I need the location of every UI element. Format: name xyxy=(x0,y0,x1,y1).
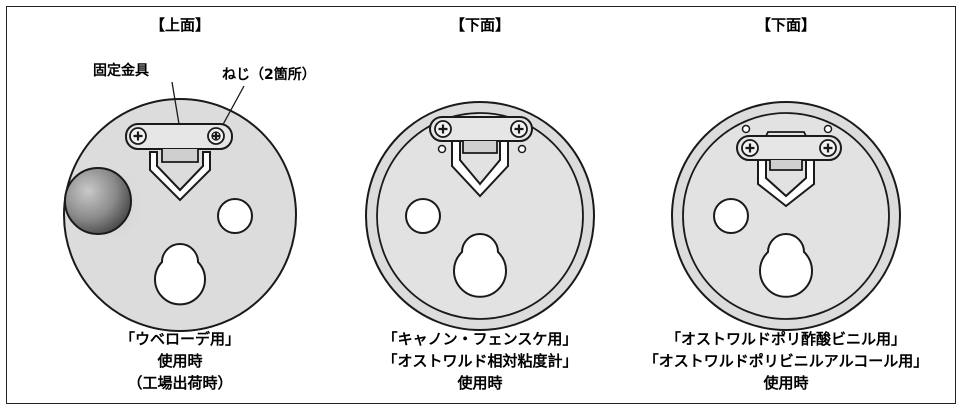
panel2-caption-line2: 「オストワルド相対粘度計」 xyxy=(382,352,578,370)
panel2-caption-line1: 「キャノン・フェンスケ用」 xyxy=(382,330,578,348)
panel1-plate xyxy=(63,81,297,332)
panel3-header: 【下面】 xyxy=(755,16,816,34)
panel3-caption-line2: 「オストワルドポリビニルアルコール用」 xyxy=(643,352,929,370)
panel3-plate xyxy=(671,101,901,331)
panel1-caption-line1: 「ウベローデ用」 xyxy=(119,330,240,348)
panel1-caption: 「ウベローデ用」 使用時 （工場出荷時） xyxy=(80,328,280,394)
panel1-caption-line3: （工場出荷時） xyxy=(127,374,233,392)
panel3-caption-line3: 使用時 xyxy=(763,374,809,392)
panel2-caption-line3: 使用時 xyxy=(457,374,503,392)
panel2-header: 【下面】 xyxy=(449,16,510,34)
panel2-plate xyxy=(365,101,595,331)
panel1-caption-line2: 使用時 xyxy=(157,352,203,370)
panel1-header: 【上面】 xyxy=(149,16,210,34)
bracket-label: 固定金具 xyxy=(93,63,149,79)
panel3-caption: 「オストワルドポリ酢酸ビニル用」 「オストワルドポリビニルアルコール用」 使用時 xyxy=(626,328,946,394)
screw-label: ねじ（2箇所） xyxy=(222,67,316,83)
panel2-caption: 「キャノン・フェンスケ用」 「オストワルド相対粘度計」 使用時 xyxy=(360,328,600,394)
panel3-caption-line1: 「オストワルドポリ酢酸ビニル用」 xyxy=(665,330,906,348)
